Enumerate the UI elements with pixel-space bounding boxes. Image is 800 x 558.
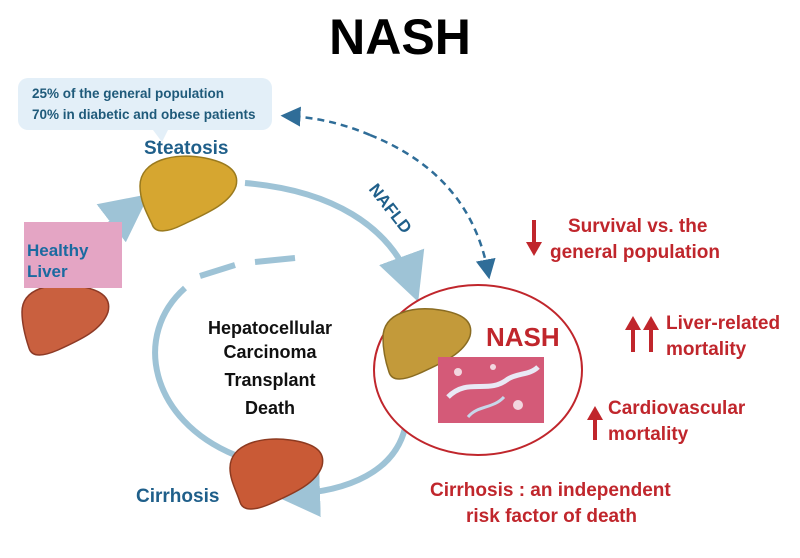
survival-line2: general population bbox=[550, 242, 720, 263]
liver-label: Liver bbox=[27, 262, 68, 281]
prevalence-bubble bbox=[18, 78, 272, 130]
cardio-mortality-line1: Cardiovascular bbox=[608, 398, 746, 419]
steatosis-liver bbox=[139, 155, 238, 232]
cirrhosis-label: Cirrhosis bbox=[136, 486, 220, 507]
arrow-steatosis-to-nash bbox=[244, 180, 425, 302]
arc-dash-1 bbox=[199, 262, 236, 279]
prevalence-general: 25% of the general population bbox=[32, 86, 225, 101]
page-title: NASH bbox=[329, 9, 471, 65]
arrow-nash-to-cirrhosis bbox=[272, 427, 408, 517]
outcome-death: Death bbox=[244, 398, 295, 418]
dashed-arrow-nafld-right bbox=[369, 133, 496, 280]
cirrhosis-risk-line2: risk factor of death bbox=[466, 506, 638, 527]
outcome-transplant: Transplant bbox=[224, 370, 316, 390]
nash-histology-image bbox=[438, 357, 544, 423]
bubble-tail bbox=[150, 126, 170, 142]
cirrhosis-risk-line1: Cirrhosis : an independent bbox=[430, 480, 671, 501]
liver-mortality-line2: mortality bbox=[666, 339, 747, 360]
healthy-tissue-image bbox=[24, 222, 122, 288]
arc-dash-2 bbox=[254, 255, 296, 265]
cirrhosis-liver bbox=[229, 438, 324, 510]
nash-label: NASH bbox=[486, 322, 560, 352]
cardio-mortality-line2: mortality bbox=[608, 424, 689, 445]
outcome-carcinoma: Carcinoma bbox=[223, 342, 317, 362]
healthy-liver bbox=[21, 284, 110, 356]
liver-mortality-line1: Liver-related bbox=[666, 313, 781, 334]
nash-liver bbox=[382, 308, 472, 380]
prevalence-diabetic: 70% in diabetic and obese patients bbox=[32, 107, 256, 122]
outcome-hepatocellular: Hepatocellular bbox=[207, 318, 333, 338]
arc-cirrhosis-loop bbox=[152, 285, 237, 458]
survival-line1: Survival vs. the bbox=[568, 216, 708, 237]
steatosis-label: Steatosis bbox=[144, 138, 229, 159]
healthy-label: Healthy bbox=[27, 241, 89, 260]
dashed-arrow-nafld-left bbox=[280, 106, 371, 137]
